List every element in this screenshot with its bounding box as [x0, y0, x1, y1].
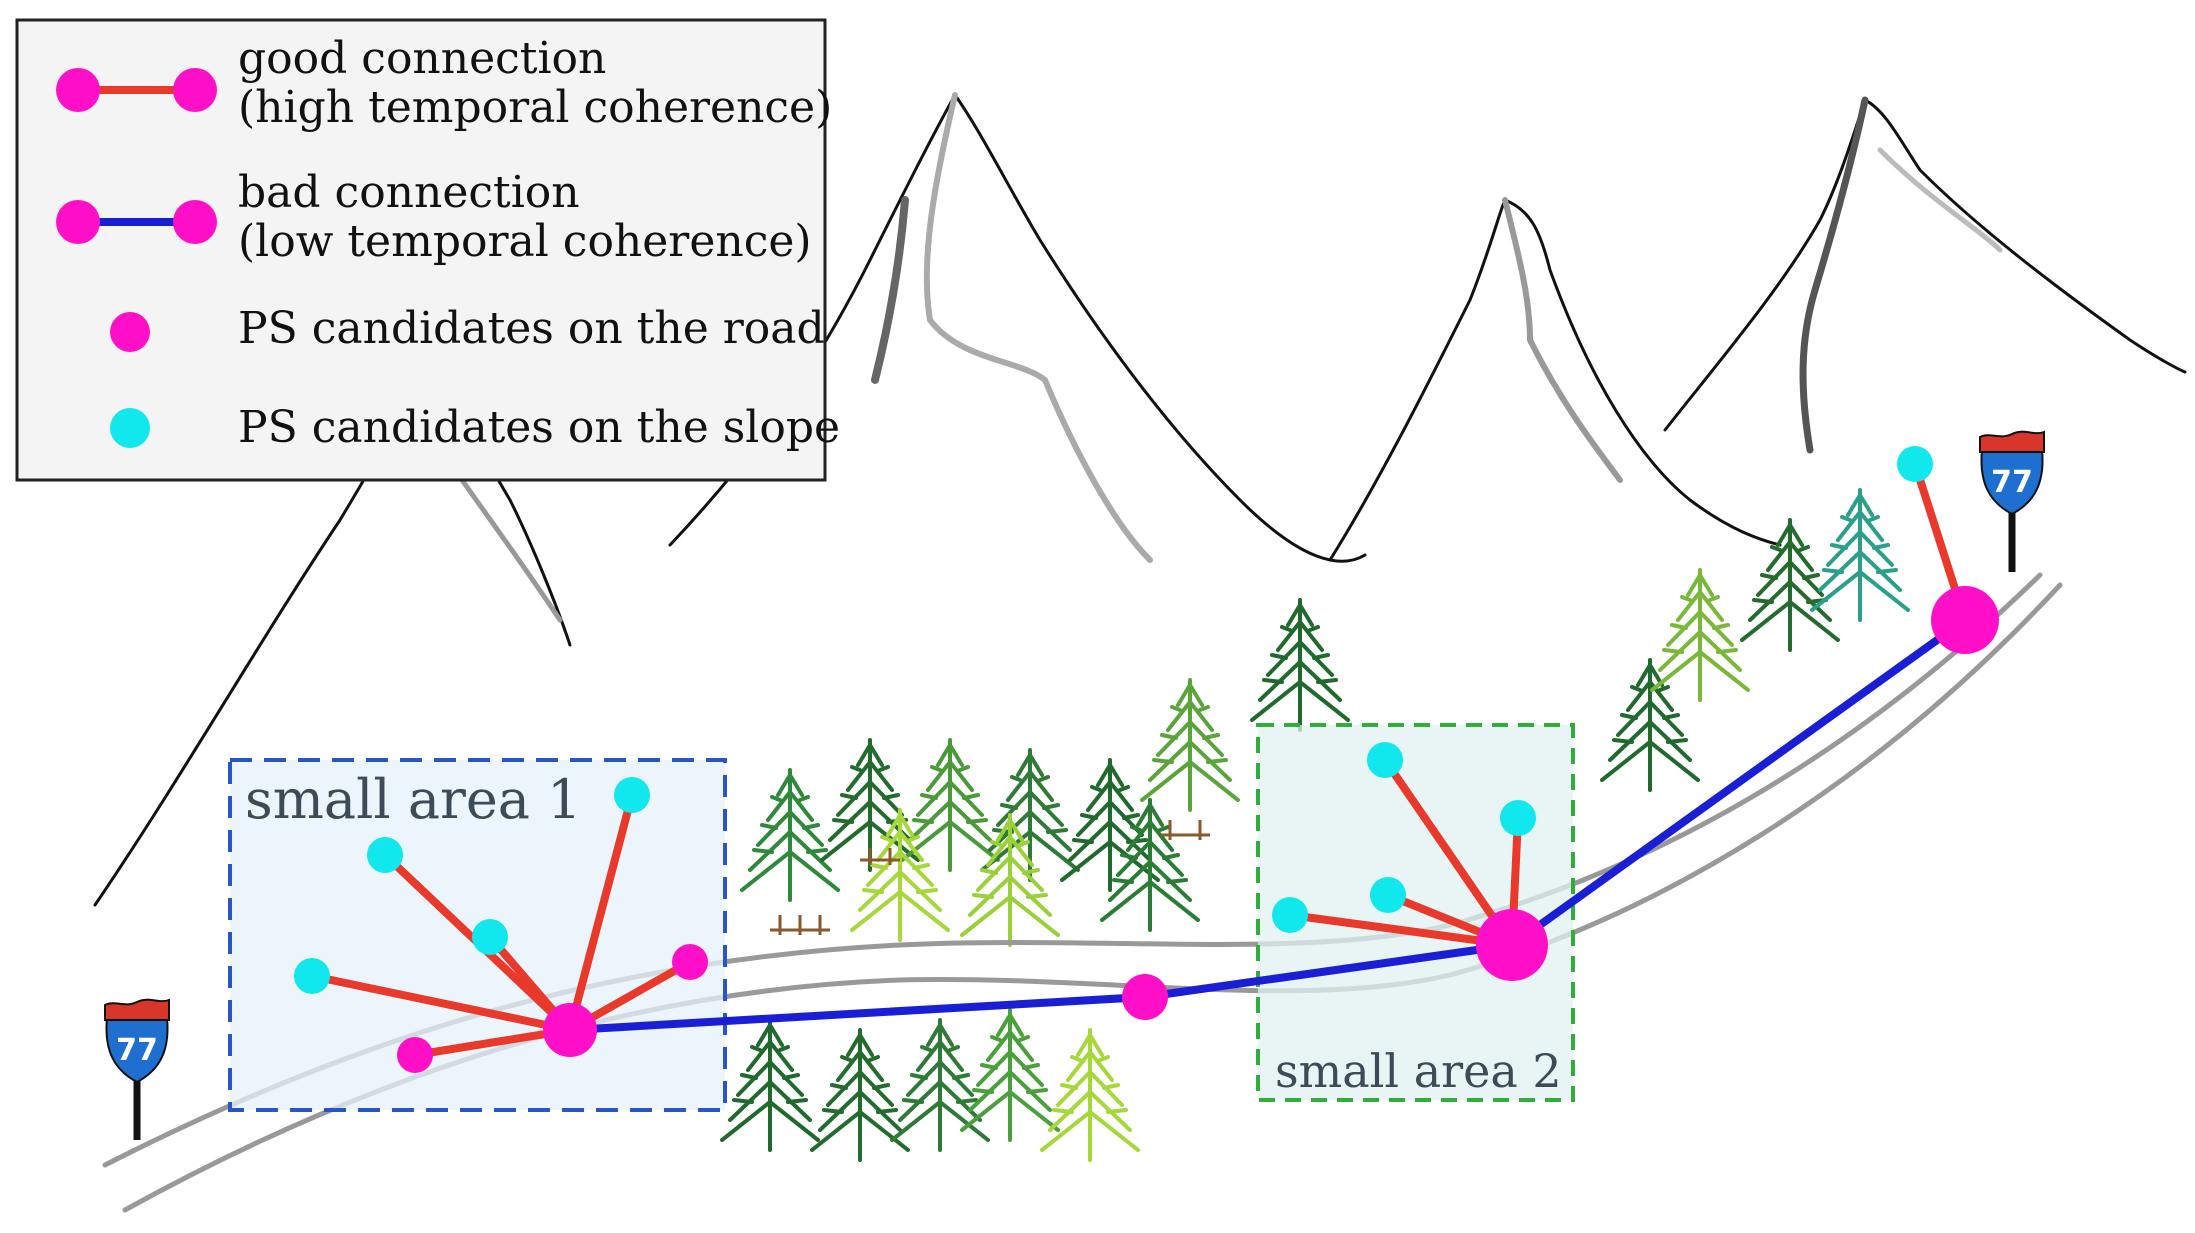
ps-points [294, 446, 1999, 1073]
legend-box [15, 18, 827, 482]
sign-right-number: 77 [1991, 465, 2033, 500]
tree [1650, 568, 1750, 702]
ps-road-point [672, 944, 708, 980]
tree [720, 1018, 820, 1152]
tree [1100, 798, 1200, 932]
bad-connection [1508, 616, 1969, 949]
legend-road-ps-symbol [110, 312, 150, 352]
bad-connection [1141, 941, 1516, 1001]
mountain-center-shadow2 [871, 196, 909, 384]
tree [960, 1008, 1060, 1142]
ps-slope-point [1897, 446, 1933, 482]
tree [1250, 598, 1350, 732]
mountain-right-shadow [1502, 197, 1623, 483]
ps-slope-point [1272, 897, 1308, 933]
ps-road-point [397, 1037, 433, 1073]
sign-left: 77 [104, 998, 170, 1140]
ps-road-point [1931, 586, 1999, 654]
ps-slope-point [1367, 742, 1403, 778]
tree [1140, 678, 1240, 812]
mountain-left-ridge [452, 467, 563, 623]
tree [1600, 658, 1700, 792]
good-connection [308, 972, 574, 1034]
small-area-1-label: small area 1 [245, 768, 582, 831]
ps-slope-point [472, 919, 508, 955]
interstate-shield-icon [1980, 449, 2044, 516]
ps-slope-point [1500, 800, 1536, 836]
mountain-right [1328, 198, 1782, 562]
legend-bad-connection-line1: bad connection [238, 167, 580, 218]
fence [770, 820, 1210, 935]
mountain-far-right-shadow [1799, 96, 1869, 454]
forest [720, 488, 1910, 1162]
ps-slope-point [367, 837, 403, 873]
good-connection [1286, 911, 1516, 949]
legend: good connection (high temporal coherence… [15, 18, 840, 482]
tree [890, 1018, 990, 1152]
sign-left-number: 77 [116, 1033, 158, 1068]
mountain-far-right-shadow2 [1877, 147, 2003, 253]
tree [1040, 1028, 1140, 1162]
legend-good-connection-symbol [56, 68, 217, 112]
mountain-far-right [1663, 98, 2187, 432]
interstate-shield-icon [105, 1017, 169, 1084]
tree [960, 813, 1060, 947]
bad-connection [566, 993, 1149, 1034]
ps-road-point [543, 1003, 597, 1057]
ps-slope-point [614, 777, 650, 813]
mountain-center-shadow [923, 92, 1153, 563]
ps-road-point [1476, 909, 1548, 981]
tree [740, 768, 840, 902]
tree [1810, 488, 1910, 622]
legend-bad-connection-symbol [56, 200, 217, 244]
legend-slope-ps-label: PS candidates on the slope [238, 402, 840, 453]
sign-right: 77 [1979, 430, 2045, 572]
good-connection [1381, 756, 1516, 949]
ps-slope-point [294, 958, 330, 994]
ps-slope-point [1370, 877, 1406, 913]
small-area-2-label: small area 2 [1275, 1044, 1562, 1098]
legend-bad-connection-line2: (low temporal coherence) [238, 216, 812, 267]
legend-good-connection-line2: (high temporal coherence) [238, 82, 832, 133]
legend-road-ps-label: PS candidates on the road [238, 303, 825, 354]
tree [850, 808, 950, 942]
legend-slope-ps-symbol [110, 408, 150, 448]
ps-road-point [1122, 974, 1168, 1020]
good-connection [566, 791, 636, 1034]
legend-good-connection-line1: good connection [238, 33, 606, 84]
